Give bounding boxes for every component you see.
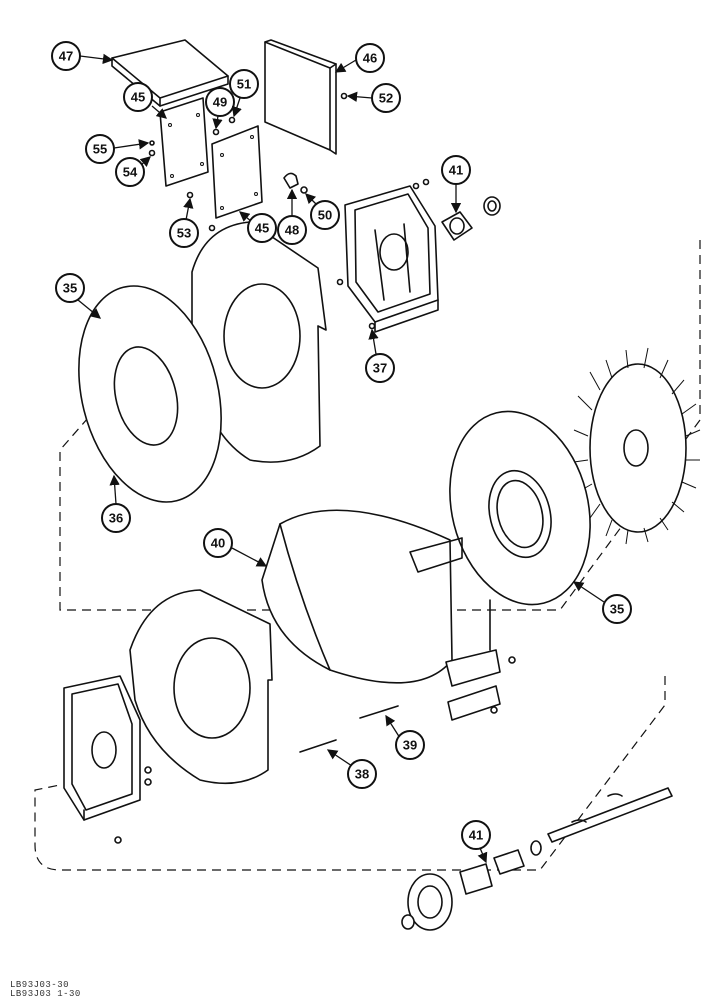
assembly-boundary-lower [34, 676, 666, 871]
part-46-rear-panel [264, 39, 337, 155]
callout-53: 53 [169, 197, 199, 248]
upper-side-plate [191, 221, 327, 463]
svg-text:49: 49 [213, 95, 227, 110]
callout-37: 37 [365, 328, 395, 383]
lower-bearing-frame [63, 675, 152, 844]
lower-side-plate [129, 589, 273, 785]
callout-52: 52 [346, 83, 401, 113]
svg-text:53: 53 [177, 226, 191, 241]
part-45-side-panel-center [211, 125, 263, 219]
callout-45-center: 45 [239, 211, 277, 243]
svg-text:46: 46 [363, 51, 377, 66]
footer-code-2: LB93J03 1-30 [10, 989, 81, 999]
callout-41-upper: 41 [441, 155, 471, 214]
callout-38: 38 [326, 749, 377, 789]
callout-51: 51 [229, 69, 259, 118]
svg-text:55: 55 [93, 142, 107, 157]
callout-48: 48 [277, 188, 307, 245]
svg-text:54: 54 [123, 165, 138, 180]
part-40-scroll-band [261, 509, 463, 684]
svg-text:35: 35 [610, 602, 624, 617]
callout-45-upper: 45 [123, 82, 167, 119]
part-35-lower-disc [449, 410, 591, 606]
callout-40: 40 [203, 528, 268, 567]
svg-text:40: 40 [211, 536, 225, 551]
svg-text:45: 45 [131, 90, 145, 105]
svg-text:47: 47 [59, 49, 73, 64]
callout-50: 50 [305, 193, 340, 230]
callout-47: 47 [51, 41, 114, 71]
rods-38-39 [299, 705, 399, 753]
svg-text:41: 41 [449, 163, 463, 178]
svg-text:35: 35 [63, 281, 77, 296]
callout-39: 39 [385, 714, 425, 760]
svg-text:45: 45 [255, 221, 269, 236]
part-41-upper-bearing [441, 196, 501, 241]
callout-55: 55 [85, 134, 150, 164]
callout-49: 49 [205, 87, 235, 130]
part-45-side-panel-left [159, 97, 209, 187]
callout-54: 54 [115, 156, 151, 187]
svg-text:52: 52 [379, 91, 393, 106]
fan-wheel [573, 347, 701, 545]
svg-text:50: 50 [318, 208, 332, 223]
svg-text:38: 38 [355, 767, 369, 782]
small-hardware [148, 92, 430, 330]
callout-36: 36 [101, 474, 131, 533]
shaft-assembly [401, 787, 673, 931]
callout-35-lower: 35 [572, 581, 632, 624]
svg-text:41: 41 [469, 828, 483, 843]
callout-41-lower: 41 [461, 820, 491, 864]
bracket-pieces [445, 599, 516, 721]
part-35-upper-disc [78, 285, 222, 503]
footer-code-1: LB93J03-30 [10, 980, 70, 990]
svg-text:51: 51 [237, 77, 251, 92]
svg-text:36: 36 [109, 511, 123, 526]
callout-46: 46 [334, 43, 385, 73]
svg-text:39: 39 [403, 738, 417, 753]
svg-text:48: 48 [285, 223, 299, 238]
callout-35-upper: 35 [55, 273, 102, 319]
upper-bearing-frame [344, 185, 439, 333]
svg-text:37: 37 [373, 361, 387, 376]
